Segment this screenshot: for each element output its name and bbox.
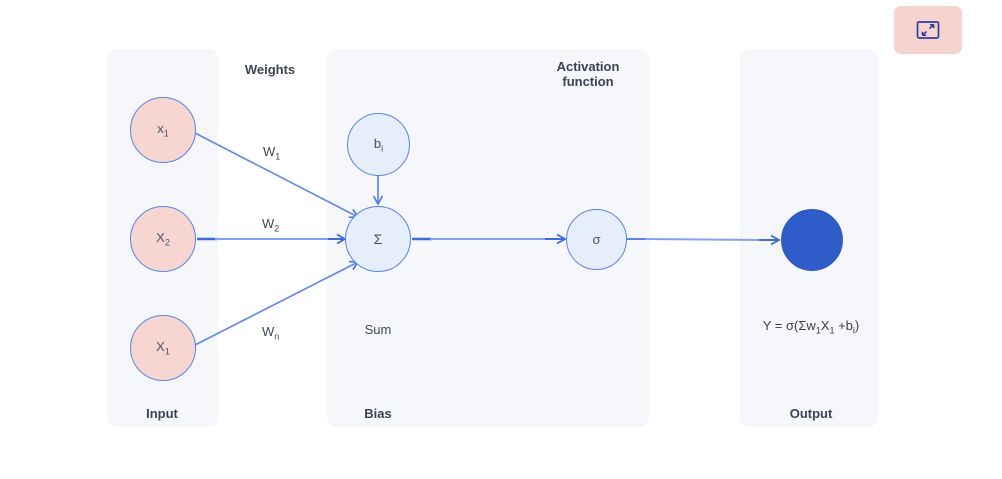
node-bias: bi	[347, 113, 410, 176]
output-caption: Output	[789, 406, 833, 421]
expand-icon	[916, 20, 940, 40]
node-sum-label: Σ	[373, 231, 383, 247]
weights-header: Weights	[244, 62, 296, 77]
bias-caption: Bias	[364, 406, 392, 421]
weight-label-w2: W2	[262, 216, 280, 234]
weight-label-w1: W1	[263, 144, 281, 162]
node-sum: Σ	[345, 206, 411, 272]
node-bias-label: bi	[373, 135, 384, 154]
node-input-xn: X1	[130, 315, 196, 381]
node-input-x1-label: x1	[157, 121, 169, 139]
node-output	[781, 209, 843, 271]
node-activation-label: σ	[592, 232, 601, 247]
output-formula: Y = σ(Σw1X1 +bi)	[762, 318, 860, 336]
activation-header: Activation function	[556, 59, 620, 89]
expand-button[interactable]	[894, 6, 962, 54]
node-input-x2-label: X2	[156, 230, 170, 248]
node-input-x2: X2	[130, 206, 196, 272]
node-activation: σ	[566, 209, 627, 270]
sum-caption: Sum	[364, 322, 392, 337]
weight-label-wn: Wn	[262, 324, 280, 342]
node-input-x1: x1	[130, 97, 196, 163]
input-caption: Input	[146, 406, 178, 421]
node-input-xn-label: X1	[156, 339, 170, 357]
